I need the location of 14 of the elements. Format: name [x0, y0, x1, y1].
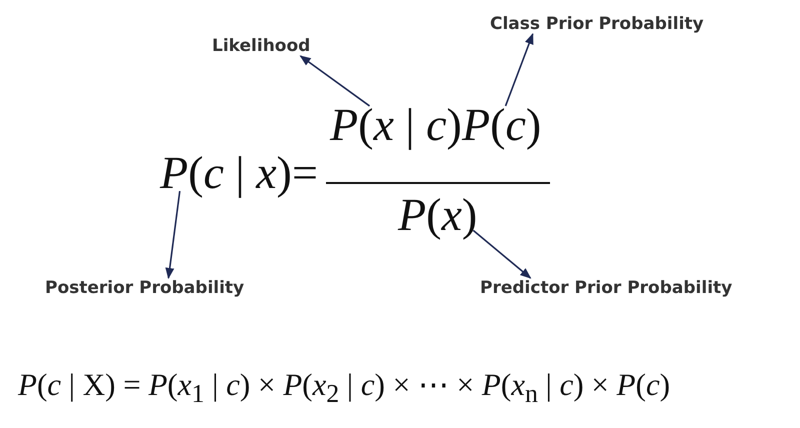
formula-term: P(c) [462, 98, 542, 151]
leader-arrow [300, 55, 370, 107]
leader-arrow [165, 190, 181, 280]
equals-sign: = [292, 146, 318, 199]
label-text: Posterior Probability [45, 278, 244, 298]
formula-term: P(x | c) [330, 98, 462, 151]
label-text: Predictor Prior Probability [480, 278, 732, 298]
leader-arrow [504, 32, 534, 106]
formula-term: P(c | x) [160, 146, 292, 199]
formula-term: P(x) [398, 188, 478, 241]
label-text: Likelihood [212, 36, 310, 56]
formula-text: P(c | X) = P(x$_{1}$ | c) × P(x$_{2}$ | c) × ⋯ × P(x$_{n}$ | c) × P(c) [18, 366, 670, 410]
leader-arrow [472, 230, 532, 279]
label-text: Class Prior Probability [490, 14, 704, 34]
